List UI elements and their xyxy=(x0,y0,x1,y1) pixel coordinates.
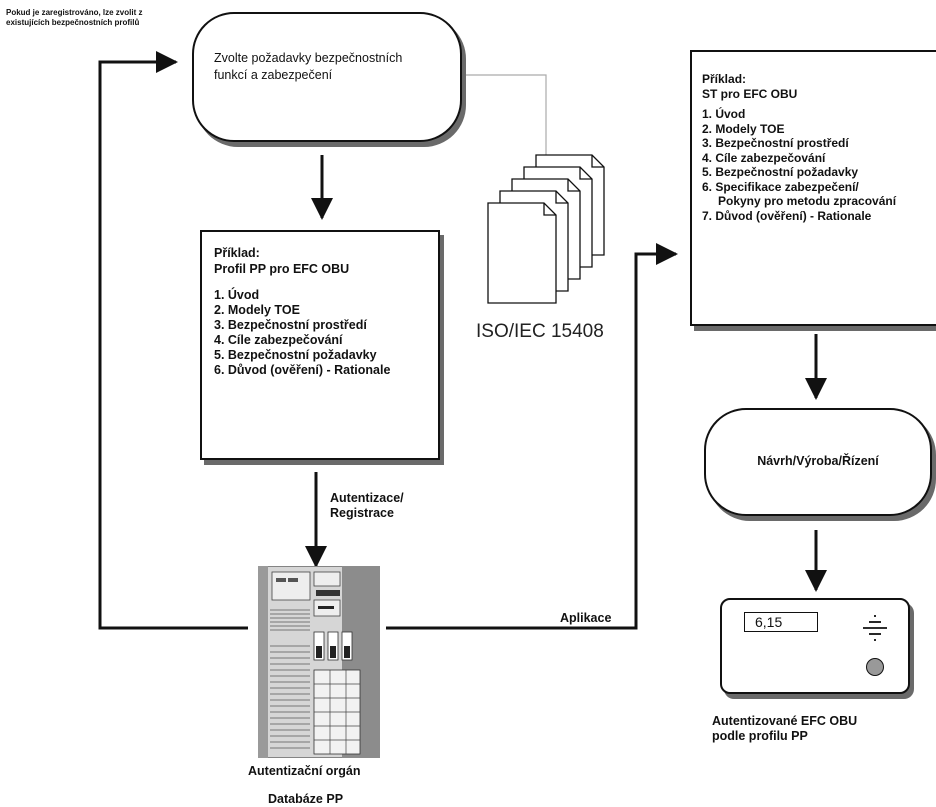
obu-button-icon xyxy=(866,658,884,676)
feedback-loop-line xyxy=(98,51,248,630)
protection-profile-box: Příklad: Profil PP pro EFC OBU 1. Úvod 2… xyxy=(200,230,440,460)
st-item: 2. Modely TOE xyxy=(702,121,785,136)
pp-database-label: Databáze PP xyxy=(268,792,344,806)
pp-title-line2: Profil PP pro EFC OBU xyxy=(214,262,350,276)
authority-label: Autentizační orgán xyxy=(248,764,361,778)
select-requirements-line1: Zvolte požadavky bezpečnostních xyxy=(214,51,403,65)
authentication-label-line2: Registrace xyxy=(330,506,394,520)
pp-item: 6. Důvod (ověření) - Rationale xyxy=(214,363,391,377)
st-item: 7. Důvod (ověření) - Rationale xyxy=(702,208,872,223)
pp-title-line1: Příklad: xyxy=(214,246,260,260)
security-target-box: Příklad: ST pro EFC OBU 1. Úvod 2. Model… xyxy=(690,50,936,326)
st-item: 1. Úvod xyxy=(702,107,746,121)
pp-item: 2. Modely TOE xyxy=(214,303,300,317)
pp-item: 3. Bezpečnostní prostředí xyxy=(214,318,367,332)
obu-caption-line2: podle profilu PP xyxy=(712,729,808,743)
pp-item: 5. Bezpečnostní požadavky xyxy=(214,348,377,362)
st-item: 4. Cíle zabezpečování xyxy=(702,150,826,165)
obu-caption-line1: Autentizované EFC OBU xyxy=(712,714,858,728)
registration-note-line1: Pokud je zaregistrováno, lze zvolit z xyxy=(6,8,143,17)
server-icon xyxy=(257,565,381,759)
obu-caption: Autentizované EFC OBU podle profilu PP xyxy=(712,714,857,744)
st-title-line2: ST pro EFC OBU xyxy=(702,86,798,101)
design-production-box: Návrh/Výroba/Řízení xyxy=(704,408,932,516)
registration-note-line2: existujících bezpečnostních profilů xyxy=(6,18,140,27)
pp-item: 1. Úvod xyxy=(214,288,260,302)
st-item: Pokyny pro metodu zpracování xyxy=(718,194,897,208)
iso-label: ISO/IEC 15408 xyxy=(476,321,604,342)
registration-note: Pokud je zaregistrováno, lze zvolit z ex… xyxy=(6,8,206,28)
st-item: 5. Bezpečnostní požadavky xyxy=(702,165,859,179)
st-item: 3. Bezpečnostní prostředí xyxy=(702,136,849,150)
authentication-label: Autentizace/ Registrace xyxy=(330,491,404,521)
select-requirements-line2: funkcí a zabezpečení xyxy=(214,68,333,82)
design-production-label: Návrh/Výroba/Řízení xyxy=(757,454,879,468)
speaker-icon xyxy=(863,615,887,641)
obu-display: 6,15 xyxy=(744,612,818,632)
authentication-label-line1: Autentizace/ xyxy=(330,491,404,505)
iso-documents-icon xyxy=(487,154,605,304)
st-title-line1: Příklad: xyxy=(702,72,747,86)
select-requirements-box: Zvolte požadavky bezpečnostních funkcí a… xyxy=(192,12,462,142)
obu-device: 6,15 xyxy=(720,598,910,694)
application-line xyxy=(386,243,678,630)
iso-connector-line xyxy=(462,74,547,158)
st-item: 6. Specifikace zabezpečení/ xyxy=(702,179,859,194)
pp-item: 4. Cíle zabezpečování xyxy=(214,333,343,347)
application-label: Aplikace xyxy=(560,611,612,625)
